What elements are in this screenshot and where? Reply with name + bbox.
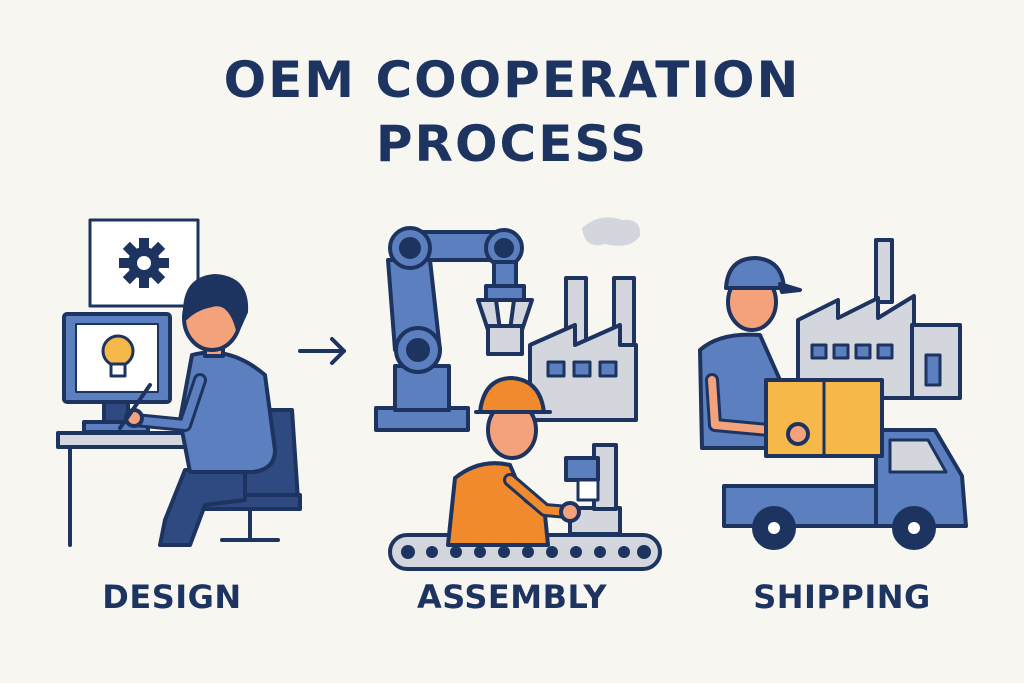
truck (722, 428, 968, 550)
worker-hardhat (446, 376, 581, 547)
assembly-illustration (374, 217, 662, 571)
page-title: OEM COOPERATION PROCESS (0, 48, 1024, 176)
box (764, 378, 884, 458)
lightbulb-icon (101, 334, 135, 378)
title-line-1: OEM COOPERATION (223, 51, 801, 109)
design-illustration (56, 218, 302, 547)
gear-icon (119, 238, 169, 288)
assembly-machine (564, 443, 622, 536)
designer-person (118, 274, 277, 547)
stage-label-shipping: SHIPPING (753, 578, 931, 616)
shipping-illustration (698, 238, 968, 550)
stage-label-assembly: ASSEMBLY (416, 578, 608, 616)
worker-hand (786, 422, 810, 446)
warehouse (796, 238, 962, 400)
factory (528, 217, 641, 422)
arrow-right (298, 337, 346, 365)
title-line-2: PROCESS (375, 115, 649, 173)
delivery-worker (698, 256, 802, 450)
robotic-arm (374, 226, 534, 432)
stage-label-design: DESIGN (102, 578, 242, 616)
gear-board (88, 218, 200, 308)
